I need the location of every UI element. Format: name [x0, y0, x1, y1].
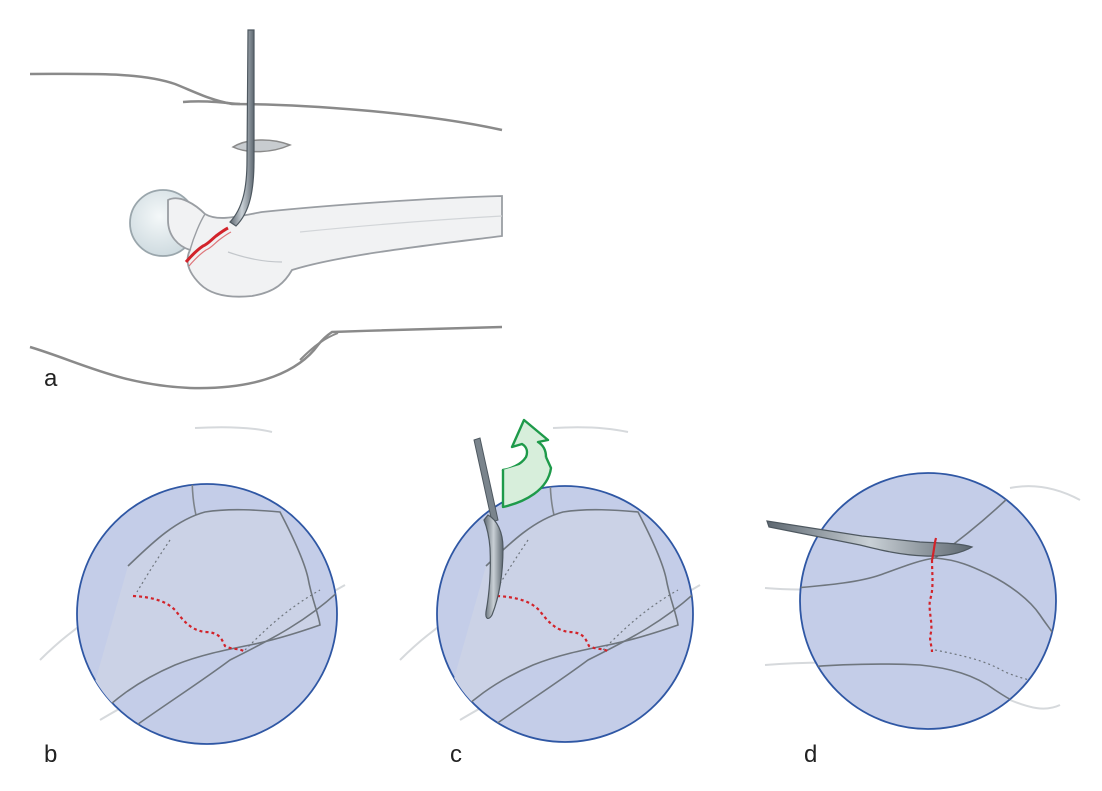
- panel-label-a: a: [44, 365, 58, 392]
- fracture-line-a-edge: [188, 231, 232, 267]
- panel-b: b: [39, 426, 346, 768]
- panel-a: a: [29, 29, 503, 392]
- magnifier-circle-d: [799, 472, 1057, 730]
- panel-label-d: d: [804, 741, 817, 768]
- fracture-line-a: [184, 226, 229, 263]
- fracture-mark-d: [930, 537, 938, 561]
- panel-d: d: [764, 472, 1081, 768]
- dotted-guide-b: [136, 539, 321, 651]
- fracture-line-b: [132, 594, 246, 653]
- panel-c: c: [399, 418, 701, 768]
- curved-arrow-icon: [501, 418, 553, 509]
- body-outline-fold: [182, 100, 241, 106]
- trochanter-detail: [227, 251, 283, 263]
- elevator-icon: [766, 520, 974, 557]
- elevator-icon: [473, 437, 504, 619]
- body-outline-top: [29, 72, 503, 132]
- bone-outline-b: [79, 508, 321, 736]
- panel-label-b: b: [44, 741, 57, 768]
- skin-incision: [231, 139, 292, 153]
- upper-bone-outline-d: [800, 557, 1056, 651]
- body-outline-bottom: [29, 325, 503, 390]
- fracture-line-d: [928, 559, 934, 653]
- body-outline-crease: [299, 332, 339, 361]
- fracture-line-c: [496, 594, 610, 653]
- femur-neck-ridge: [189, 213, 206, 251]
- panel-label-c: c: [450, 741, 462, 768]
- shaft-detail: [299, 215, 503, 233]
- femur-bone: [167, 195, 503, 298]
- background-anatomy-d: [764, 485, 1081, 710]
- elevator-icon: [229, 29, 255, 227]
